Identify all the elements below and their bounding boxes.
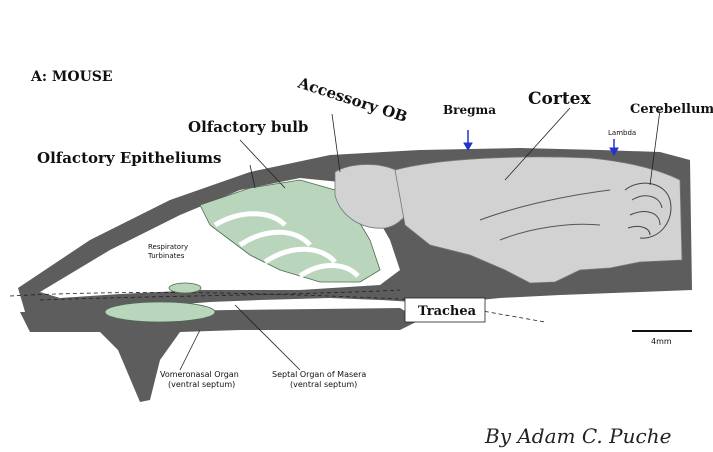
vomeronasal-organ-shape [105,302,215,322]
septal-organ-label: Septal Organ of Masera (ventral septum) [272,370,369,389]
bregma-label: Bregma [443,103,496,117]
accessory-ob-label: Accessory OB [295,73,410,126]
vomeronasal-organ-label: Vomeronasal Organ (ventral septum) [160,370,241,389]
trachea-label: Trachea [418,304,477,319]
signature: By Adam C. Puche [484,424,671,448]
bregma-arrow [464,130,472,150]
cerebellum-label: Cerebellum [630,102,713,117]
panel-title: A: MOUSE [30,69,113,85]
cortex-label: Cortex [528,89,591,109]
septal-organ-shape [169,283,201,293]
olfactory-epithelium-label: Olfactory Epitheliums [37,149,221,167]
olfactory-bulb-label: Olfactory bulb [188,118,308,136]
scale-bar-label: 4mm [651,337,672,346]
respiratory-turbinates-label: Respiratory Turbinates [147,243,190,260]
lambda-label: Lambda [608,129,636,137]
